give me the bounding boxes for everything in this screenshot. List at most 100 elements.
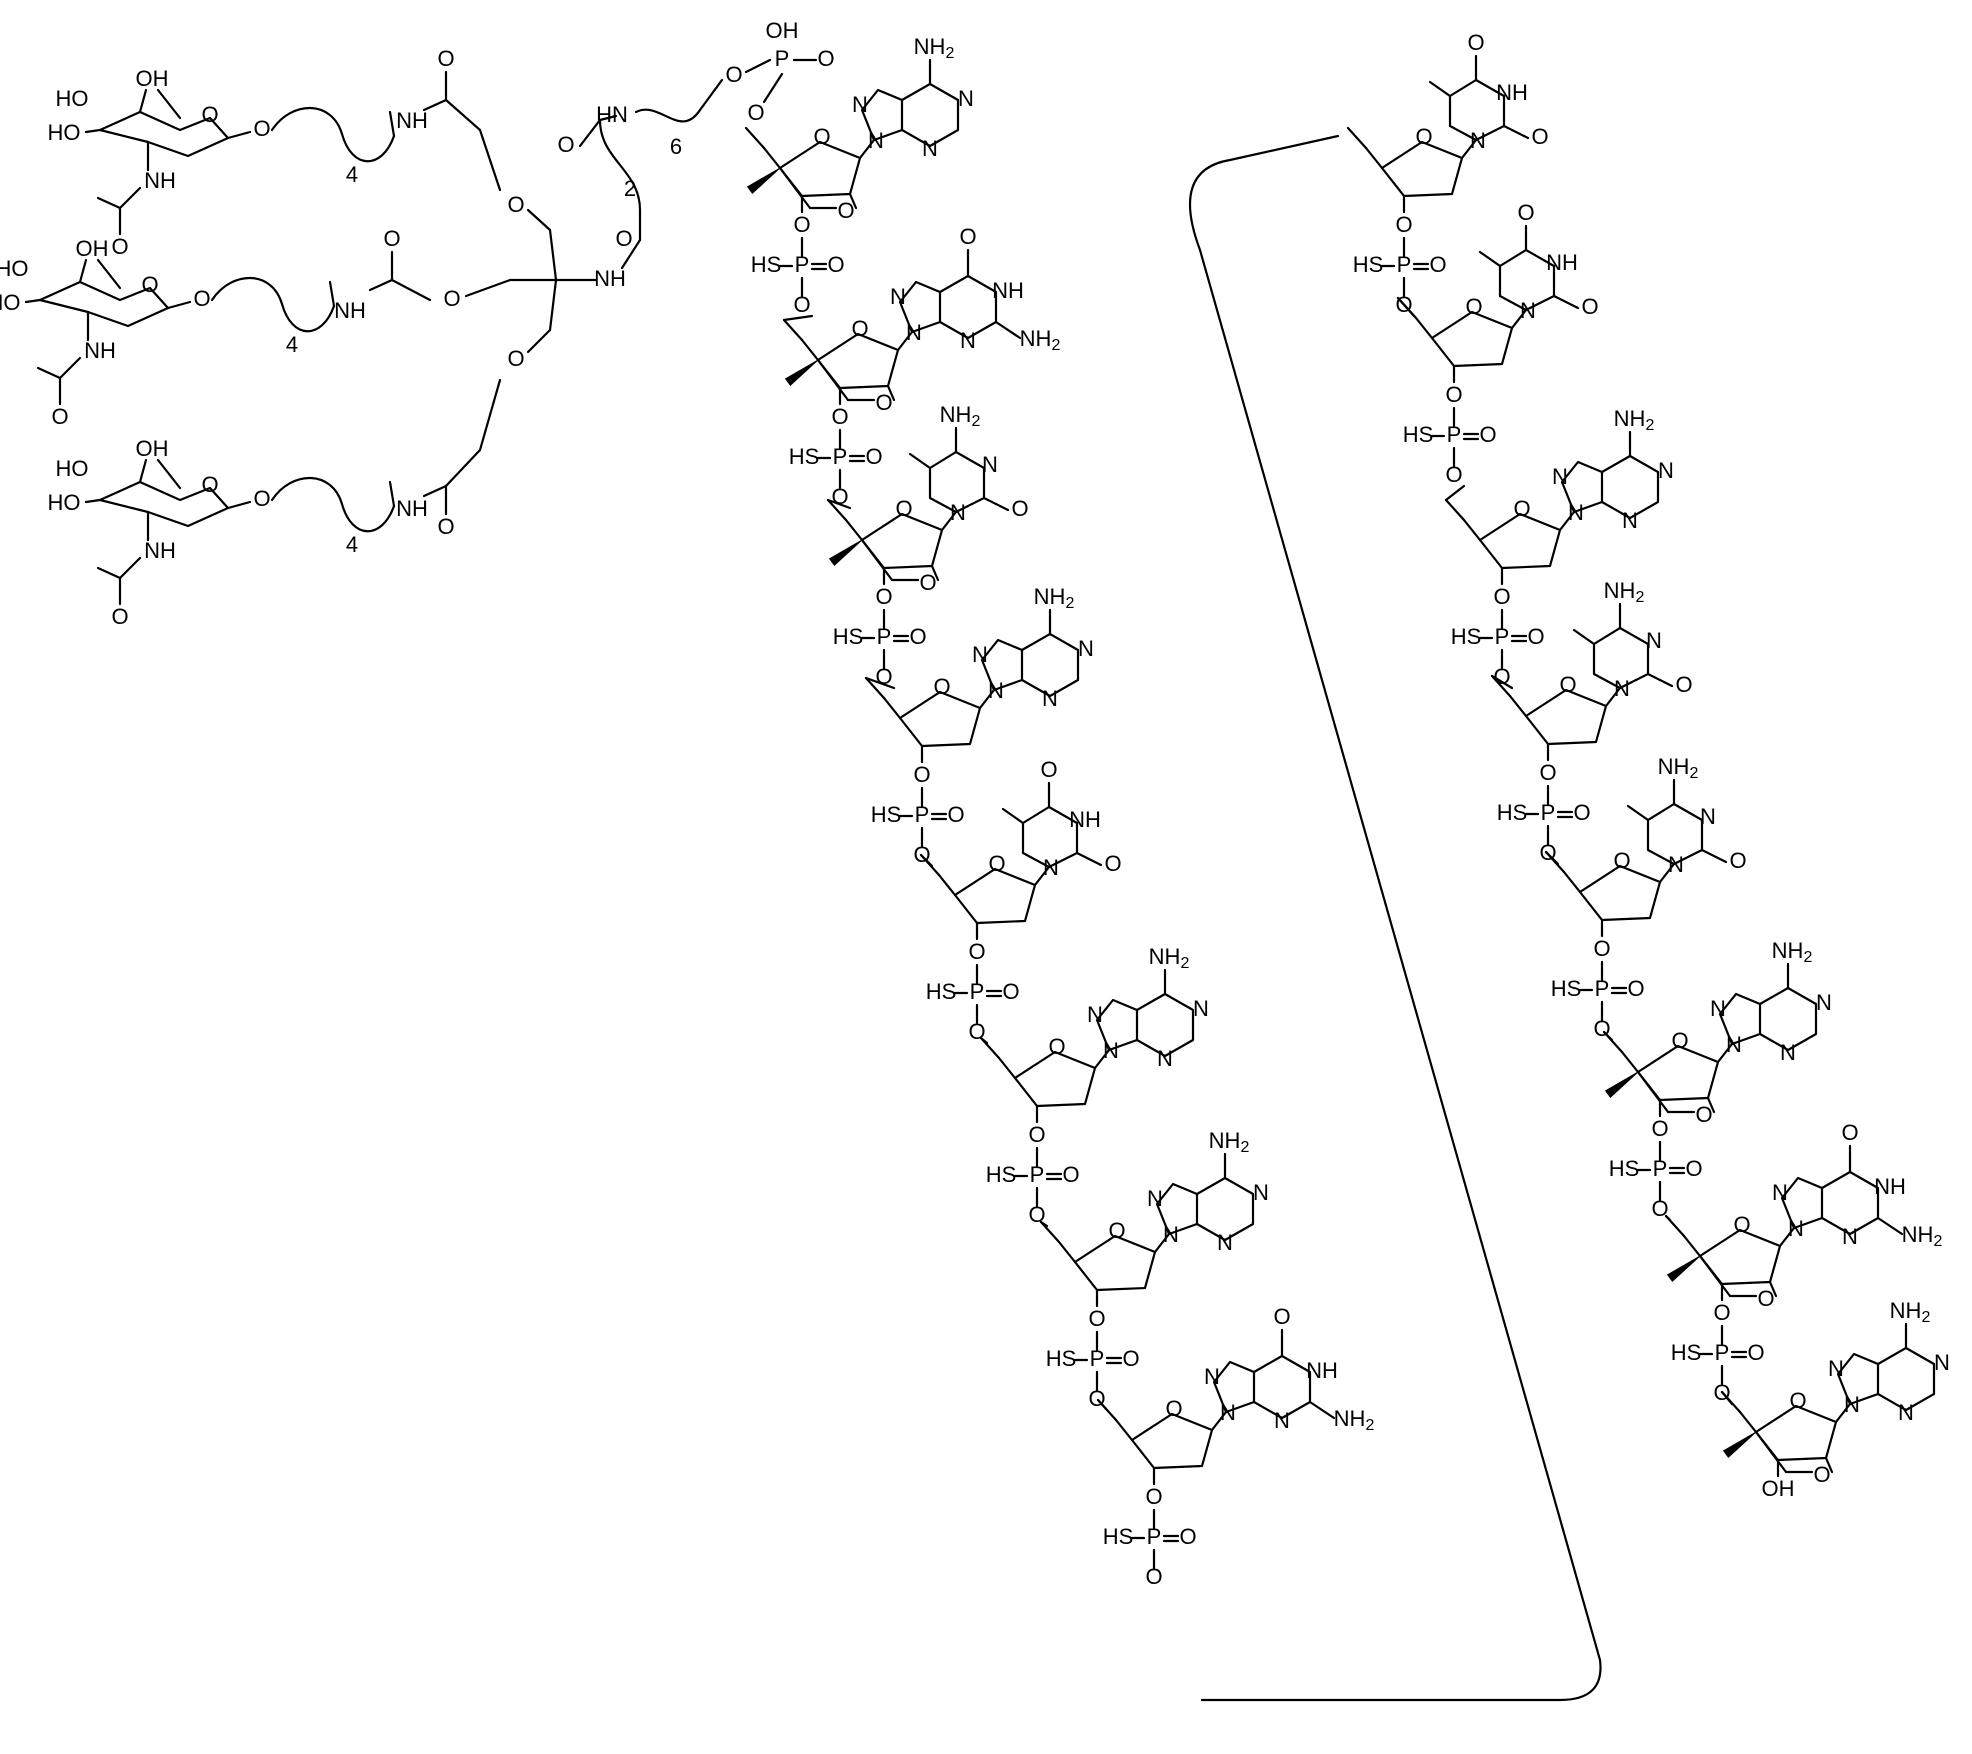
right-nt-8-c5 — [1740, 1412, 1756, 1432]
left-nt-8-sugar-ring — [1132, 1414, 1212, 1468]
left-phosphate-5-sh: HS — [926, 979, 957, 1004]
right-nt-1-base-n3h: NH — [1496, 80, 1528, 105]
right-nt-6-sugar-bridge-o: O — [1695, 1102, 1712, 1127]
right-nt-7-base-n9: N — [1788, 1216, 1804, 1241]
galnac-2-hydroxyl: HO — [0, 290, 21, 315]
right-nt-2-base-n3h: NH — [1546, 250, 1578, 275]
left-phosphate-1-o3: O — [793, 212, 810, 237]
left-nt-3-base-n1: N — [950, 500, 966, 525]
linker-arm-3-count: 4 — [346, 532, 358, 557]
right-nt-8-sugar-ring-o: O — [1789, 1388, 1806, 1413]
left-nt-8-base-o6: O — [1273, 1304, 1290, 1329]
left-nt-7-base-n7: N — [1147, 1186, 1163, 1211]
left-phosphate-2-p: P — [833, 444, 848, 469]
left-nt-2-base-n1h: NH — [992, 278, 1024, 303]
left-nt-6-base-n9: N — [1103, 1038, 1119, 1063]
right-phosphate-2-oxo: O — [1479, 422, 1496, 447]
amide-hn-top: HN — [596, 102, 628, 127]
left-nt-1-sugar-ring — [780, 142, 860, 196]
linker-arm-2-count: 4 — [286, 332, 298, 357]
left-phosphate-4-o5: O — [913, 842, 930, 867]
left-phosphate-6-sh: HS — [986, 1162, 1017, 1187]
left-phosphate-6-o3: O — [1028, 1122, 1045, 1147]
right-nt-4-base-o2: O — [1675, 672, 1692, 697]
left-nt-5-base-o2: O — [1104, 851, 1121, 876]
left-nt-7-c5 — [1059, 1242, 1075, 1262]
galnac-1-bond — [120, 188, 140, 208]
right-nt-5-c5 — [1564, 872, 1580, 892]
bond — [466, 280, 510, 296]
left-nt-2-base-nh2: NH2 — [1020, 326, 1061, 354]
left-nt-6-sugar-ring — [1015, 1052, 1095, 1106]
right-nt-3-base-n7: N — [1552, 464, 1568, 489]
left-nt-2-sugar-ring — [818, 334, 898, 388]
right-nt-6-base-n1: N — [1816, 990, 1832, 1015]
left-nt-1-sugar-methyl-wedge — [748, 168, 780, 193]
left-nt-3-base-nh2: NH2 — [940, 402, 981, 430]
left-nt-8-base-amine-bond — [1310, 1402, 1334, 1418]
right-nt-2-base-methyl — [1480, 252, 1500, 266]
right-phosphate-6-oxo: O — [1685, 1156, 1702, 1181]
left-nt-4-sugar-ring — [900, 692, 980, 746]
right-nt-5-base-o2: O — [1729, 848, 1746, 873]
left-nt-1-c5 — [764, 148, 780, 168]
right-phosphate-7-o5: O — [1713, 1380, 1730, 1405]
galnac-1-glycosidic-oxygen: O — [253, 116, 270, 141]
left-nt-2-base-o6: O — [959, 224, 976, 249]
left-phosphate-8-p: P — [1147, 1524, 1162, 1549]
right-phosphate-4-p: P — [1541, 800, 1556, 825]
left-phosphate-5-o5: O — [968, 1019, 985, 1044]
right-nt-6-base-n9: N — [1726, 1032, 1742, 1057]
right-phosphate-2-o3: O — [1445, 382, 1462, 407]
right-phosphate-6-sh: HS — [1609, 1156, 1640, 1181]
left-nt-8-sugar-ring-o: O — [1165, 1396, 1182, 1421]
right-nt-3-base-n1: N — [1658, 458, 1674, 483]
right-nt-7-sugar-ring — [1700, 1230, 1780, 1284]
left-phosphate-4-sh: HS — [871, 802, 902, 827]
galnac-1-bond — [158, 90, 180, 118]
left-nt-3-base-o2: O — [1011, 496, 1028, 521]
phosphate-o: O — [747, 100, 764, 125]
right-nt-8-sugar-bridge — [1756, 1432, 1786, 1472]
right-phosphate-3-p: P — [1495, 624, 1510, 649]
left-nt-3-base-methyl — [910, 454, 930, 468]
right-nt-7-base-n3: N — [1842, 1224, 1858, 1249]
galnac-3-hydroxyl: OH — [136, 436, 169, 461]
right-nt-3-c5 — [1464, 520, 1480, 540]
left-nt-7-base-n3: N — [1217, 1230, 1233, 1255]
right-phosphate-4-sh: HS — [1497, 800, 1528, 825]
left-phosphate-3-o3: O — [875, 584, 892, 609]
left-phosphate-5-p: P — [970, 979, 985, 1004]
right-backbone-2 — [1446, 486, 1464, 500]
right-nt-5-sugar-ring-o: O — [1613, 848, 1630, 873]
right-nt-1-sugar-ring — [1382, 142, 1462, 196]
left-nt-5-base-n3h: NH — [1069, 807, 1101, 832]
right-nt-2-sugar-ring-o: O — [1465, 294, 1482, 319]
right-phosphate-3-o3: O — [1493, 584, 1510, 609]
galnac-1-bond — [98, 198, 120, 208]
amide-nh-2: NH — [334, 298, 366, 323]
left-nt-3-sugar-ring-o: O — [895, 496, 912, 521]
left-nt-1-base-n9: N — [868, 128, 884, 153]
left-nt-1-base-n3: N — [922, 136, 938, 161]
linker-arm-3 — [342, 504, 394, 531]
left-nt-4-base-n3: N — [1042, 686, 1058, 711]
left-phosphate-2-o3: O — [831, 404, 848, 429]
amide-nh-1: NH — [396, 108, 428, 133]
right-nt-3-sugar-ring — [1480, 514, 1560, 568]
right-nt-6-sugar-methyl-wedge — [1606, 1072, 1638, 1097]
left-nt-2-c5 — [802, 340, 818, 360]
right-nt-2-base-n1: N — [1520, 298, 1536, 323]
left-nt-6-sugar-ring-o: O — [1048, 1034, 1065, 1059]
right-nt-7-sugar-bridge-o: O — [1757, 1286, 1774, 1311]
left-nt-3-c5 — [846, 520, 862, 540]
left-nt-1-sugar-ring-o: O — [813, 124, 830, 149]
left-nt-8-base-n7: N — [1204, 1364, 1220, 1389]
bond — [480, 380, 500, 450]
left-nt-2-base-n7: N — [890, 284, 906, 309]
galnac-2-hydroxyl: HO — [0, 256, 29, 281]
galnac-3-bond — [86, 500, 100, 502]
galnac-3-hydroxyl: HO — [48, 490, 81, 515]
right-nt-1-sugar-ring-o: O — [1415, 124, 1432, 149]
galnac-2-bond — [26, 300, 40, 302]
